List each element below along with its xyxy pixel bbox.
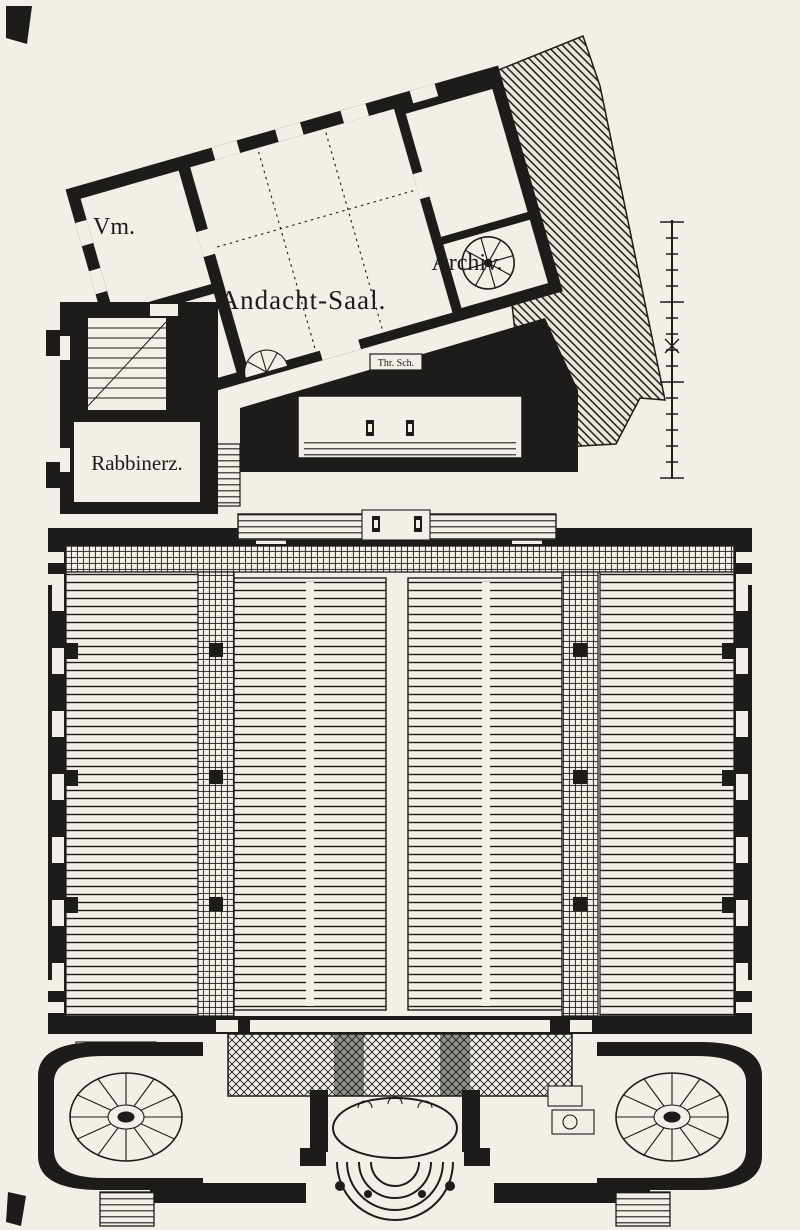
torah-ark-apse <box>297 395 523 459</box>
ark-bracket-inner <box>368 424 372 432</box>
gallery-bracket-inner <box>416 520 420 528</box>
saal-bay-dotted-lines <box>217 132 414 349</box>
apse-steps <box>304 440 516 456</box>
column-piers <box>66 643 734 913</box>
wall-pilaster <box>46 462 60 488</box>
window-slot <box>409 83 439 104</box>
scan-artifact-top-left <box>6 6 32 44</box>
facade-wall <box>150 1183 650 1203</box>
narthex-pier <box>334 1034 364 1096</box>
label-rabbinerzimmer: Rabbinerz. <box>91 451 183 475</box>
room-archiv <box>405 88 528 237</box>
pew-block-west <box>65 571 199 1017</box>
door-gap <box>319 337 361 361</box>
label-torah-shrine: Thr. Sch. <box>378 358 414 369</box>
spiral-stair-north <box>461 236 515 290</box>
window-slot <box>275 122 304 142</box>
west-annex <box>46 302 218 514</box>
entrance-steps-west <box>99 1191 155 1227</box>
stair-tower-east <box>597 1042 762 1190</box>
door-gap <box>196 228 217 258</box>
stair-tower-west <box>38 1042 203 1190</box>
heating-apparatus <box>547 1085 583 1107</box>
porch-wall <box>310 1090 328 1152</box>
narthex-pier <box>440 1034 470 1096</box>
label-archiv: Archiv. <box>431 250 502 276</box>
pew-block-east <box>599 571 735 1017</box>
apparatus-dial <box>562 1114 578 1130</box>
label-vm: Vm. <box>93 214 135 240</box>
wall-pilaster <box>46 330 60 356</box>
porch-oval-vestibule <box>332 1097 458 1159</box>
heating-apparatus <box>551 1109 595 1135</box>
pew-lane <box>306 582 314 1006</box>
entrance-porch <box>300 1090 490 1221</box>
gallery-grid-band <box>65 545 735 573</box>
organ-gallery-front <box>237 509 557 541</box>
porch-niches <box>357 1096 433 1109</box>
window-slot <box>60 336 70 360</box>
window-slot <box>75 219 94 247</box>
fan-stair-half <box>244 349 289 379</box>
spiral-stair-west <box>69 1072 183 1162</box>
porch-base-block <box>300 1148 326 1166</box>
entrance-steps-east <box>615 1191 671 1227</box>
torah-shrine-label-box <box>369 353 423 371</box>
door-gap <box>150 304 178 316</box>
room-andacht-saal <box>190 108 453 372</box>
window-slot <box>340 103 369 124</box>
scale-bar <box>660 220 684 479</box>
porch-columns <box>335 1181 455 1198</box>
scale-bar-cross-mark <box>664 338 680 354</box>
window-slot <box>60 448 70 472</box>
door-gap <box>412 170 432 200</box>
main-hall <box>48 528 752 1034</box>
window-slot <box>88 267 108 295</box>
scan-artifact-bottom-left <box>6 1192 26 1226</box>
spiral-stair-east <box>615 1072 729 1162</box>
stair-treads-west <box>87 321 167 407</box>
aisle-east <box>561 571 599 1017</box>
room-rabbinerzimmer <box>74 422 200 502</box>
porch-wall <box>462 1090 480 1152</box>
porch-base-block <box>464 1148 490 1166</box>
narthex-crosshatch-floor <box>227 1033 573 1097</box>
aisle-west <box>197 571 235 1017</box>
room-vm <box>80 170 212 313</box>
pew-lane <box>482 582 490 1006</box>
gallery-bracket-inner <box>374 520 378 528</box>
ark-bracket-inner <box>408 424 412 432</box>
window-slot <box>211 140 241 161</box>
label-andacht-saal: Andacht-Saal. <box>220 285 387 315</box>
corridor-steps-west <box>213 443 241 507</box>
